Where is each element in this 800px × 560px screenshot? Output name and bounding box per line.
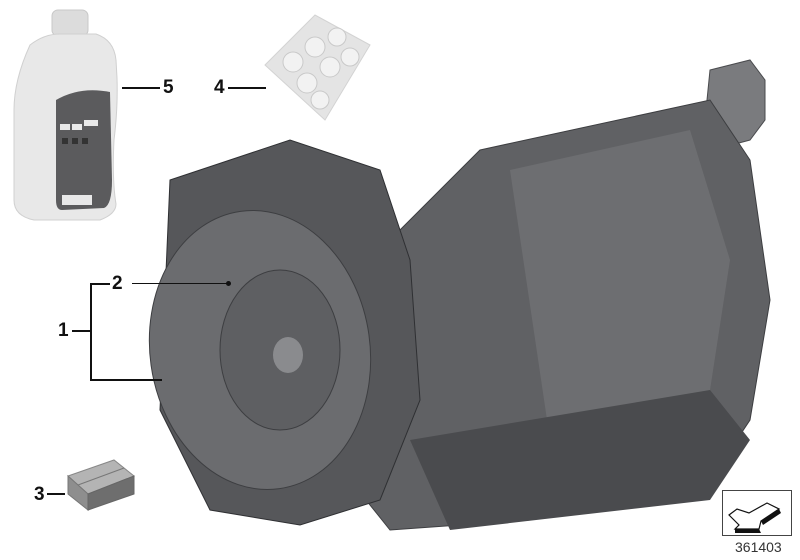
callout-label-1[interactable]: 1 [58, 320, 69, 341]
diagram-reference-number: 361403 [735, 539, 782, 555]
callout-leader-5 [122, 87, 160, 89]
fluid-bottle-illustration[interactable] [0, 0, 140, 230]
callout-label-4[interactable]: 4 [214, 77, 225, 98]
callout-label-2[interactable]: 2 [112, 273, 123, 294]
seal-kit-illustration[interactable] [245, 5, 375, 121]
callout-label-5[interactable]: 5 [163, 77, 174, 98]
nav-arrow-button[interactable] [722, 490, 792, 536]
callout-dot-2 [226, 281, 231, 286]
callout-leader-2 [132, 283, 228, 284]
transmission-illustration[interactable] [148, 59, 800, 531]
callout-leader-3 [47, 493, 65, 495]
down-left-arrow-icon [728, 502, 781, 533]
parts-box-illustration[interactable] [64, 452, 144, 512]
callout-leader-4 [228, 87, 266, 89]
callout-leader-1 [72, 330, 90, 332]
callout-label-3[interactable]: 3 [34, 484, 45, 505]
callout-bracket-1-bottom [90, 379, 162, 381]
callout-bracket-1-vertical [90, 283, 92, 380]
callout-bracket-1-top [90, 283, 110, 285]
